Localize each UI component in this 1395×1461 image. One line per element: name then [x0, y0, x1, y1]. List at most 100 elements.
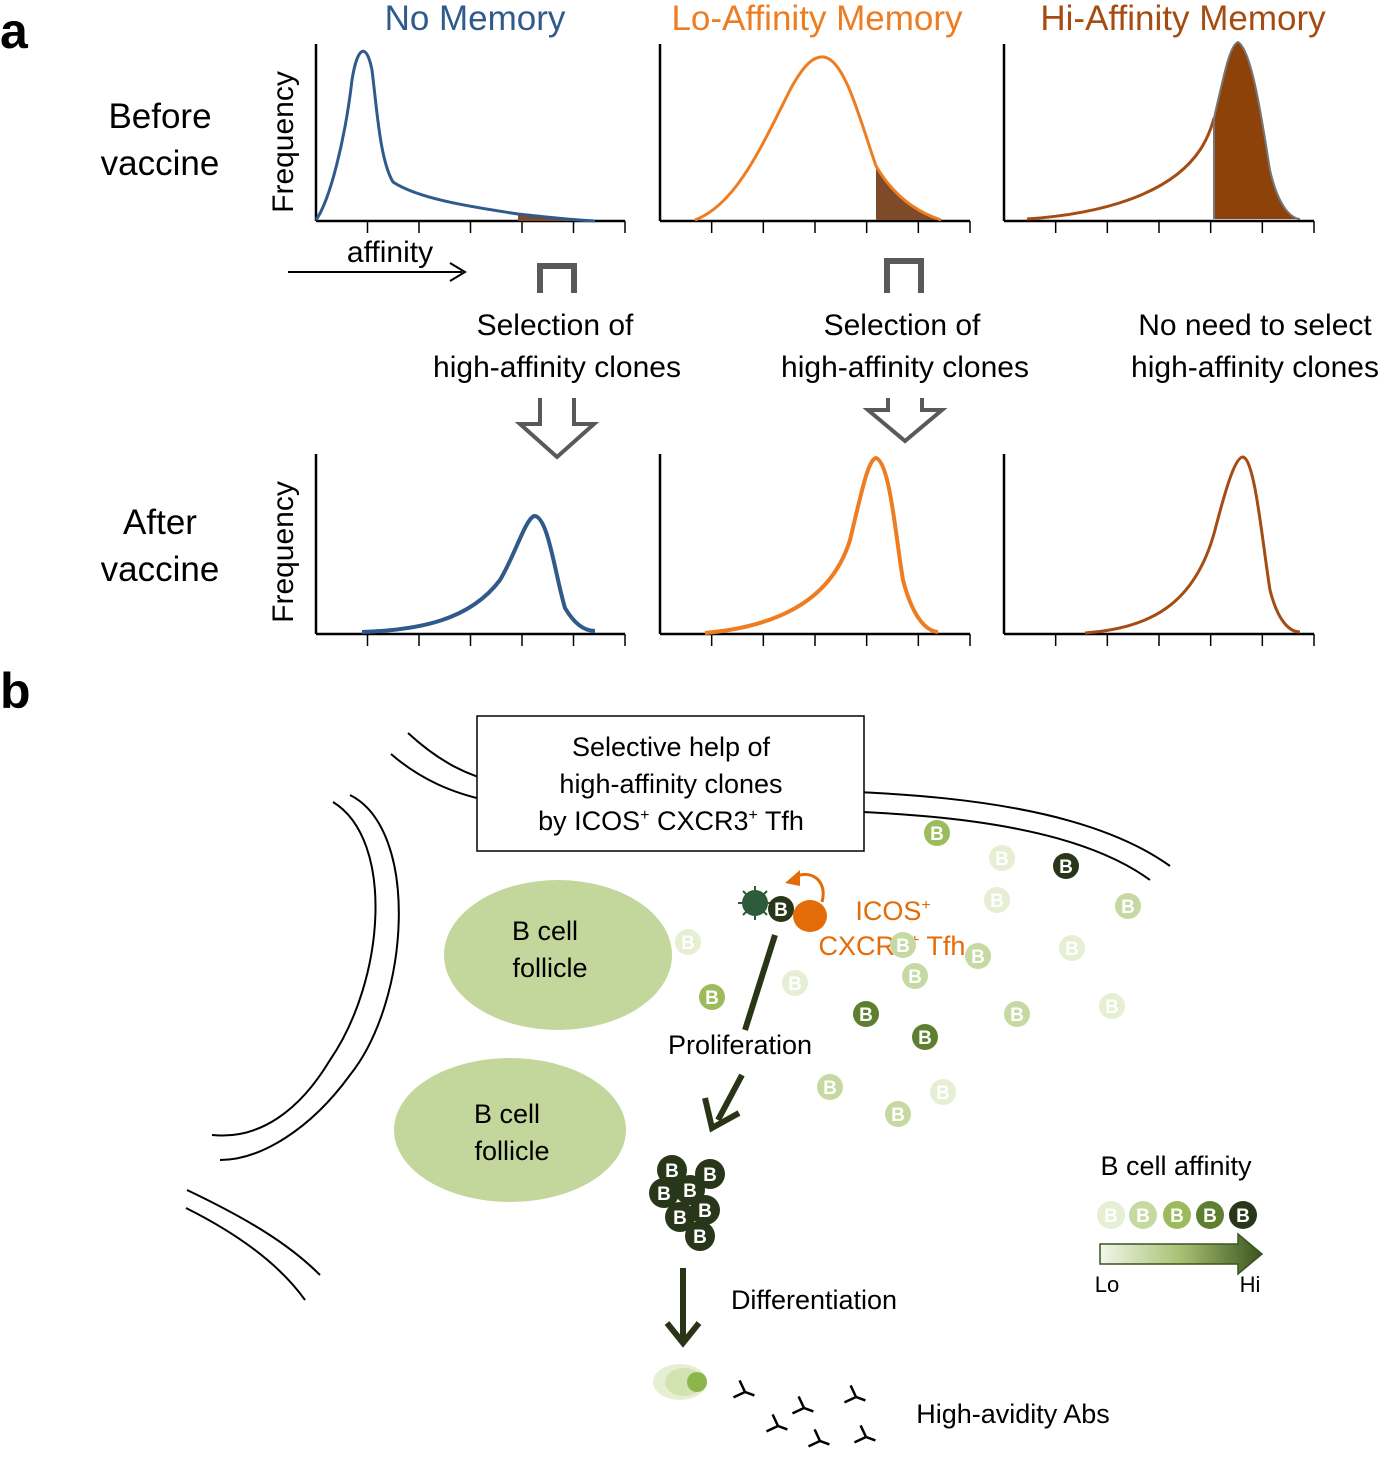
b-cell-letter: B	[896, 936, 910, 957]
b-cell: B	[890, 932, 916, 958]
b-cell: B	[690, 1195, 720, 1225]
b-cell-body	[912, 1024, 938, 1050]
b-cell: B	[675, 929, 701, 955]
b-cell-body	[1004, 1001, 1030, 1027]
b-cell: B	[1053, 853, 1079, 879]
b-cell: B	[817, 1074, 843, 1100]
b-cell-letter: B	[995, 849, 1009, 870]
sel-text-3a: No need to select	[1138, 309, 1372, 342]
b-cell-letter: B	[1104, 1206, 1118, 1227]
b-cell-letter: B	[1065, 939, 1079, 960]
b-cell: B	[1129, 1201, 1157, 1229]
b-cell-letter: B	[657, 1184, 671, 1205]
b-cell: B	[1004, 1001, 1030, 1027]
b-cell-body	[690, 1195, 720, 1225]
col-title-no-memory: No Memory	[385, 0, 566, 38]
hollow-arrow-2	[862, 398, 948, 444]
b-cell: B	[853, 1001, 879, 1027]
b-cell-letter: B	[1136, 1206, 1150, 1227]
b-cell-body	[685, 1221, 715, 1251]
curve-lo-memory-after	[704, 455, 939, 635]
antibodies	[732, 1379, 876, 1448]
tfh-label-2: CXCR3+ Tfh	[819, 931, 966, 961]
b-cell-letter: B	[705, 988, 719, 1009]
b-cell: B	[665, 1202, 695, 1232]
b-cell: B	[924, 820, 950, 846]
follicle-2-line-1: B cell	[474, 1099, 540, 1129]
b-cell-body	[1229, 1201, 1257, 1229]
b-cell-letter: B	[673, 1208, 687, 1229]
b-cell-letter: B	[1236, 1206, 1250, 1227]
b-cell-body	[1196, 1201, 1224, 1229]
follicle-1-line-1: B cell	[512, 916, 578, 946]
sel-text-3b: high-affinity clones	[1131, 351, 1379, 384]
b-cell-body	[1163, 1201, 1191, 1229]
b-cell-body	[1099, 993, 1125, 1019]
row-label-before-1: Before	[108, 97, 211, 136]
b-cell: B	[1196, 1201, 1224, 1229]
b-cell-letter: B	[698, 1201, 712, 1222]
b-cell-body	[699, 984, 725, 1010]
box-line-2: high-affinity clones	[559, 769, 782, 799]
antibody-icon	[807, 1428, 830, 1448]
help-curved-arrowhead	[785, 870, 800, 886]
b-cell-body	[657, 1155, 687, 1185]
sel-text-2a: Selection of	[824, 309, 981, 342]
b-cell-body	[1059, 935, 1085, 961]
b-cell-letter: B	[1010, 1005, 1024, 1026]
shade-lo-memory	[876, 166, 941, 220]
plot-axes	[314, 44, 1315, 646]
shade-hi-memory	[1214, 42, 1300, 219]
legend-hi: Hi	[1240, 1272, 1261, 1297]
b-cell-letter: B	[788, 974, 802, 995]
col-title-lo-affinity: Lo-Affinity Memory	[671, 0, 963, 38]
b-cell-letter: B	[859, 1005, 873, 1026]
b-cell: B	[965, 943, 991, 969]
antibody-icon	[791, 1395, 814, 1415]
b-cell-body	[930, 1079, 956, 1105]
b-cell-body	[989, 845, 1015, 871]
b-cell-body	[1097, 1201, 1125, 1229]
b-cell-body	[984, 887, 1010, 913]
proliferation-line	[742, 934, 778, 1031]
b-cell-follicle-1	[444, 880, 672, 1030]
b-cell: B	[912, 1024, 938, 1050]
curve-hi-memory-after	[1084, 455, 1301, 635]
b-cell-body	[665, 1202, 695, 1232]
b-cell: B	[930, 1079, 956, 1105]
b-cell: B	[984, 887, 1010, 913]
proliferation-label: Proliferation	[668, 1030, 812, 1060]
proliferation-arrowhead	[702, 1097, 741, 1133]
bracket-no-memory	[537, 263, 577, 293]
b-cell-letter: B	[665, 1161, 679, 1182]
b-cell-body	[924, 820, 950, 846]
b-cell-body	[675, 929, 701, 955]
bracket-lo-memory	[884, 258, 924, 293]
b-cell-body	[965, 943, 991, 969]
b-cell: B	[699, 984, 725, 1010]
b-cell-letter: B	[971, 947, 985, 968]
b-cell: B	[782, 970, 808, 996]
b-cell-body	[817, 1074, 843, 1100]
proliferation-arrow	[715, 1073, 745, 1122]
tfh-label-1: ICOS+	[855, 896, 930, 926]
box-line-3: by ICOS+ CXCR3+ Tfh	[538, 806, 804, 836]
b-cell-letter: B	[823, 1078, 837, 1099]
b-cell: B	[1099, 993, 1125, 1019]
b-cell-body	[890, 932, 916, 958]
legend-lo: Lo	[1095, 1272, 1119, 1297]
outline-hi-memory-before	[1213, 40, 1301, 220]
b-cell-body	[902, 963, 928, 989]
contact-b-cell-letter: B	[774, 900, 788, 921]
y-label-before: Frequency	[267, 71, 300, 213]
antibody-icon	[765, 1413, 788, 1433]
abs-label: High-avidity Abs	[916, 1399, 1110, 1429]
b-cell: B	[1115, 893, 1141, 919]
b-cell-letter: B	[908, 967, 922, 988]
row-label-before-2: vaccine	[101, 144, 220, 183]
sel-text-1a: Selection of	[477, 309, 634, 342]
differentiation-label: Differentiation	[731, 1285, 897, 1315]
